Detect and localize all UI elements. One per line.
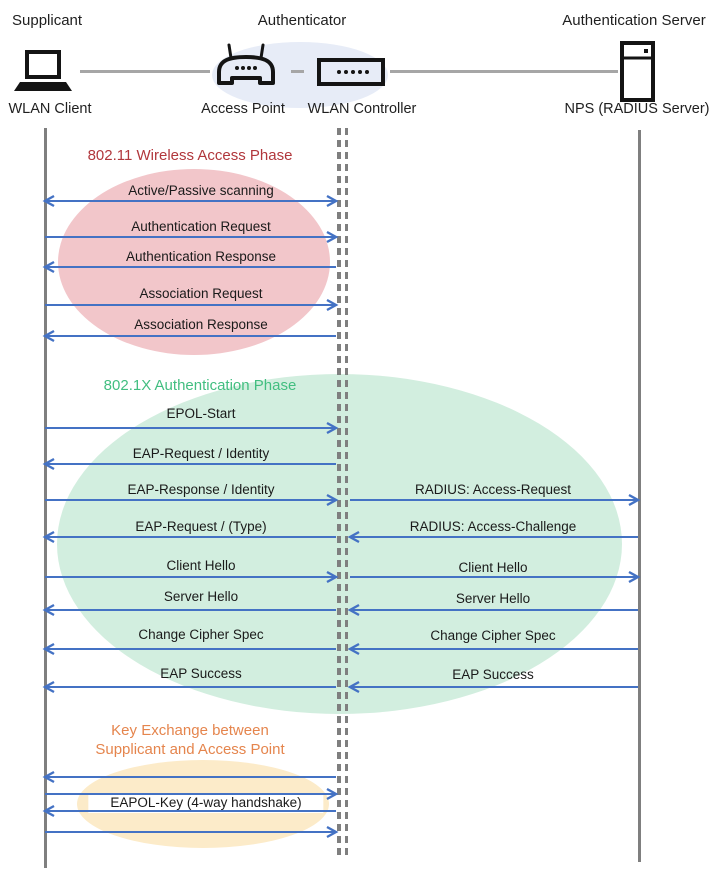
message-label: Change Cipher Spec xyxy=(138,627,264,642)
message-arrow-right xyxy=(350,493,641,507)
authenticator-role-label: Authenticator xyxy=(257,12,347,29)
message-label: Authentication Request xyxy=(131,219,271,234)
nps-radius-server-label: NPS (RADIUS Server) xyxy=(564,101,710,117)
controller-to-server-connector xyxy=(390,70,618,73)
message-arrow-left xyxy=(42,603,336,617)
message-label: RADIUS: Access-Challenge xyxy=(409,519,577,534)
server-icon xyxy=(620,41,656,107)
radius-server-lifeline xyxy=(638,130,641,862)
message-label: Server Hello xyxy=(163,589,239,604)
wlan-controller-label: WLAN Controller xyxy=(307,101,417,117)
access-point-label: Access Point xyxy=(201,101,285,117)
access-point-icon xyxy=(214,42,278,101)
ap-to-controller-connector xyxy=(291,70,304,73)
message-arrow-right xyxy=(45,421,339,435)
laptop-icon xyxy=(12,50,74,100)
wlan-client-lifeline xyxy=(44,128,47,868)
message-arrow-right xyxy=(45,230,339,244)
message-label: Association Request xyxy=(139,286,263,301)
message-arrow-left xyxy=(42,260,336,274)
message-arrow-left xyxy=(347,680,638,694)
message-arrow-right xyxy=(45,825,339,839)
message-label: Change Cipher Spec xyxy=(430,628,556,643)
message-arrow-right xyxy=(45,787,339,801)
message-label: Association Response xyxy=(134,317,268,332)
message-label: EAPOL-Key (4-way handshake) xyxy=(88,793,324,813)
message-label: Authentication Response xyxy=(125,249,277,264)
message-arrow-left xyxy=(42,680,336,694)
authenticator-group-ellipse xyxy=(212,42,388,108)
message-label: Client Hello xyxy=(458,560,528,575)
key-exchange-phase-title: Key Exchange between Supplicant and Acce… xyxy=(95,722,285,758)
message-label: EPOL-Start xyxy=(166,406,236,421)
message-label: Active/Passive scanning xyxy=(128,183,274,198)
message-label: EAP Success xyxy=(452,667,534,682)
message-arrow-left xyxy=(42,457,336,471)
message-arrow-left xyxy=(42,770,336,784)
message-arrow-right xyxy=(45,570,339,584)
message-arrow-right xyxy=(350,570,641,584)
message-arrow-left xyxy=(42,804,336,818)
message-label: EAP-Response / Identity xyxy=(127,482,275,497)
authentication-server-role-label: Authentication Server xyxy=(562,12,706,29)
message-arrow-left xyxy=(347,530,638,544)
message-arrow-right xyxy=(45,298,339,312)
message-label: EAP-Request / Identity xyxy=(132,446,270,461)
message-arrow-both xyxy=(42,194,339,208)
message-label: EAP-Request / (Type) xyxy=(135,519,267,534)
authenticator-lifeline-dashed-left xyxy=(337,128,341,858)
message-label: RADIUS: Access-Request xyxy=(414,482,572,497)
wireless-access-phase-title: 802.11 Wireless Access Phase xyxy=(87,147,293,164)
wlan-controller-icon xyxy=(317,58,385,91)
message-arrow-left xyxy=(42,530,336,544)
authentication-phase-title: 802.1X Authentication Phase xyxy=(103,377,297,394)
client-to-ap-connector xyxy=(80,70,210,73)
message-arrow-left xyxy=(347,603,638,617)
message-arrow-right xyxy=(45,493,339,507)
supplicant-role-label: Supplicant xyxy=(12,12,83,29)
message-arrow-left xyxy=(42,642,336,656)
message-label: Server Hello xyxy=(455,591,531,606)
message-arrow-left xyxy=(347,642,638,656)
message-arrow-left xyxy=(42,329,336,343)
message-label: EAP Success xyxy=(160,666,242,681)
wlan-client-label: WLAN Client xyxy=(8,101,92,117)
authenticator-lifeline-dashed-right xyxy=(344,128,348,858)
message-label: Client Hello xyxy=(166,558,236,573)
